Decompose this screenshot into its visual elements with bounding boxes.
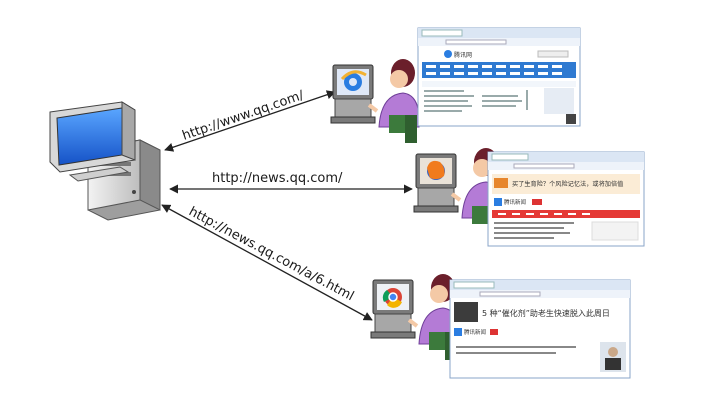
client-chrome [370,274,460,360]
svg-text:腾讯新闻: 腾讯新闻 [504,198,526,206]
news-headline: 买了生育险？个风险记忆法，或将加倍值 [512,180,623,188]
site-logo-article: 腾讯新闻 [454,328,486,336]
article-headline: 5 种“催化剂”助老生快速脱入此周日 [482,308,610,318]
browser-window-news: 买了生育险？个风险记忆法，或将加倍值 腾讯新闻 [487,151,645,247]
person-icon [367,59,420,143]
url-label-article: http://news.qq.com/a/6.html [186,204,356,304]
site-logo-news: 腾讯新闻 [494,198,526,206]
svg-text:腾讯新闻: 腾讯新闻 [464,328,486,336]
svg-text:腾讯网: 腾讯网 [454,51,472,59]
site-logo-qq: 腾讯网 [444,50,472,59]
connection-article [161,204,373,321]
url-label-news: http://news.qq.com/ [212,171,343,186]
server-computer-icon [49,101,161,221]
browser-window-article: 5 种“催化剂”助老生快速脱入此周日 腾讯新闻 [449,279,631,379]
url-label-www: http://www.qq.com/ [180,88,306,144]
chrome-icon [382,288,402,308]
connection-www [164,90,336,152]
firefox-icon [427,160,445,180]
client-ie [330,59,420,143]
ie-icon [340,70,367,91]
browser-window-qq: 腾讯网 [417,27,581,127]
